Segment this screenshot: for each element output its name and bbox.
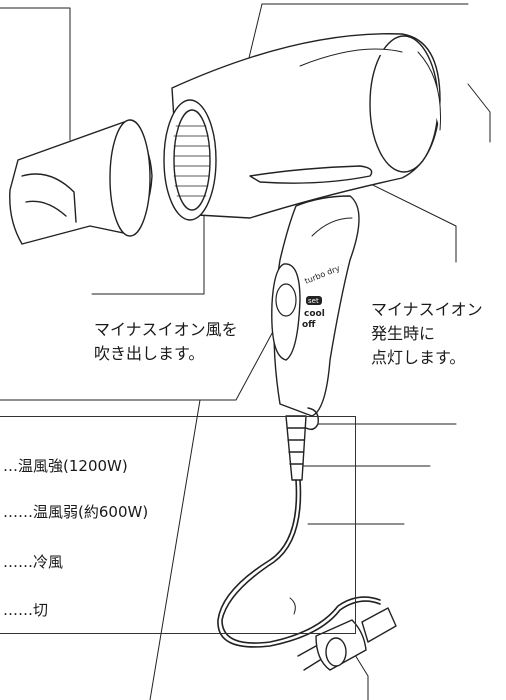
ion-lamp-line-2: 発生時に [371, 324, 436, 343]
ion-outlet-line-2: 吹き出します。 [94, 344, 205, 363]
ion-outlet-line-1: マイナスイオン風を [94, 320, 238, 339]
mode-row-hot-high: …温風強(1200W) [3, 457, 128, 475]
switch-label-off: off [302, 320, 316, 330]
hanging-hook [305, 407, 319, 431]
mode-row-cool: ……冷風 [3, 553, 64, 571]
switch-knob [275, 283, 297, 317]
handle [271, 195, 360, 417]
ion-lamp-line-3: 点灯します。 [371, 348, 466, 367]
dryer-body [163, 33, 441, 221]
power-plug [297, 607, 397, 671]
nozzle [9, 119, 153, 245]
leader-nozzle [0, 7, 71, 141]
ion-lamp-line-1: マイナスイオン [371, 300, 483, 319]
leader-handle [149, 399, 201, 700]
leader-plug [351, 649, 369, 700]
ion-outlet-label: マイナスイオン風を 吹き出します。 [94, 318, 238, 366]
power-cord [217, 479, 381, 648]
leader-outlet [91, 215, 205, 295]
ion-lamp-label: マイナスイオン 発生時に 点灯します。 [371, 298, 483, 370]
switch-label-set-badge: set [306, 296, 322, 305]
switch-label-cool: cool [304, 309, 325, 319]
switch-label-set: set [308, 297, 319, 305]
leader-filter [467, 83, 491, 143]
mode-row-off: ……切 [3, 601, 49, 619]
mode-legend-box: …温風強(1200W) ……温風弱(約600W) ……冷風 ……切 [0, 416, 356, 634]
mode-row-hot-low: ……温風弱(約600W) [3, 503, 149, 521]
